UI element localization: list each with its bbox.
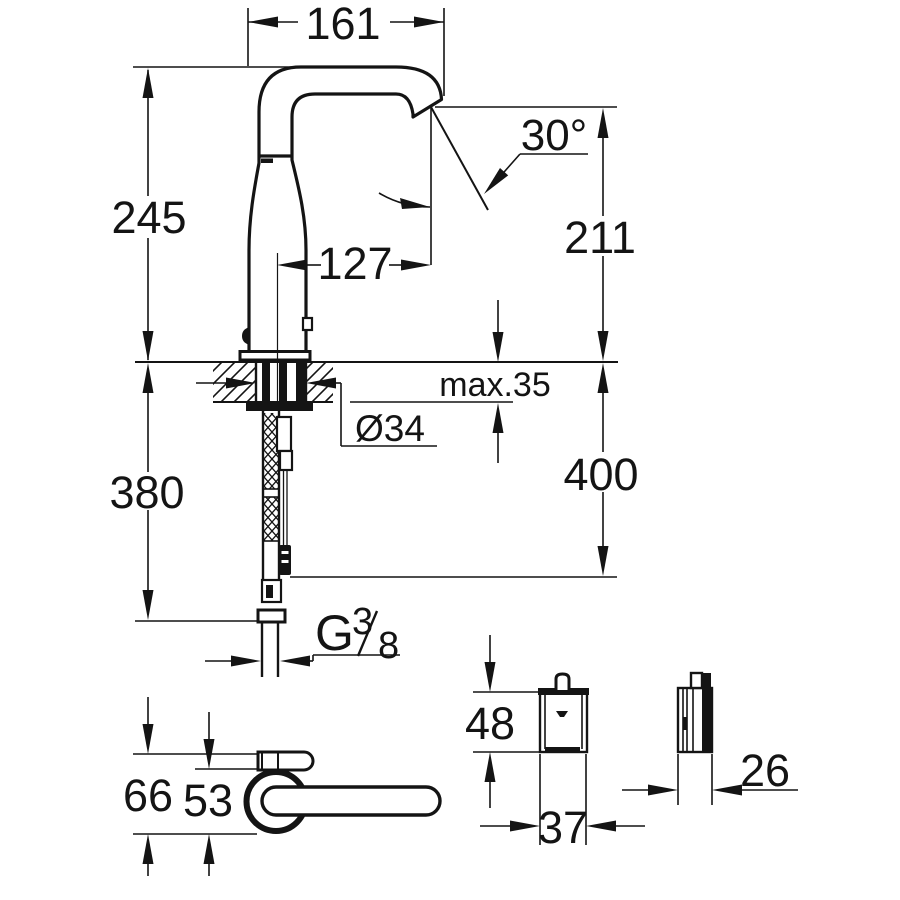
- supply-hose-assembly: [256, 411, 294, 677]
- control-box-front-view: 48 37: [465, 635, 645, 853]
- dim-spout-reach: 161: [247, 0, 445, 96]
- dim-total-height: 245: [111, 66, 298, 361]
- dim-hose-length: 380: [109, 363, 258, 622]
- dim-37-label: 37: [538, 802, 588, 853]
- shank-bar: [296, 363, 306, 401]
- dim-cable-length: 400: [290, 363, 639, 578]
- box-side-dark-bar: [702, 673, 711, 752]
- temperature-knob: [242, 327, 250, 345]
- sensor-clip: [301, 316, 314, 332]
- dim-box-height: 48: [465, 635, 588, 808]
- shank-bar: [279, 363, 287, 401]
- shank-bar: [262, 363, 270, 401]
- dim-dia34-label: Ø34: [355, 408, 425, 449]
- dim-400-label: 400: [563, 449, 638, 500]
- faucet-outline: [247, 65, 444, 352]
- dim-53-label: 53: [183, 775, 233, 826]
- thread-letter: G: [315, 605, 354, 661]
- dim-deck-thickness: max.35: [439, 300, 551, 463]
- box-top-tab: [554, 672, 571, 690]
- dim-211-label: 211: [564, 212, 636, 263]
- dim-spout-angle: 30°: [378, 106, 588, 211]
- control-box-outline: [538, 688, 589, 754]
- braided-hose-lower: [263, 497, 279, 541]
- joint-tick: [261, 158, 273, 163]
- mounting-nut: [246, 403, 313, 411]
- dim-thread: G 3 8: [205, 601, 400, 667]
- g38-union-nut: [256, 608, 287, 624]
- hose-connector-window: [266, 585, 273, 598]
- control-box-side-view: 26: [622, 671, 798, 805]
- dim-26-label: 26: [740, 745, 790, 796]
- handle-top-tab: [256, 750, 315, 772]
- handle-lever: [260, 785, 442, 817]
- dim-245-label: 245: [111, 192, 186, 243]
- dim-66-label: 66: [123, 770, 173, 821]
- dim-outlet-projection: 127: [277, 107, 432, 289]
- brand-logo-mark: [556, 711, 568, 717]
- thread-numerator: 3: [352, 601, 373, 643]
- dim-127-label: 127: [317, 238, 392, 289]
- box-top-bar: [538, 688, 589, 695]
- braided-hose-upper: [263, 413, 279, 489]
- cable-block-lower: [278, 449, 294, 472]
- box-side-tab: [689, 671, 704, 690]
- water-stream-line: [430, 106, 489, 211]
- thread-denominator: 8: [378, 625, 399, 667]
- cable-plug-band: [281, 551, 289, 554]
- dim-rosette-diameter: 53: [183, 712, 233, 876]
- handle-view: 66 53: [123, 697, 442, 876]
- box-bottom-bar: [545, 747, 580, 752]
- dim-outlet-height: 211: [435, 106, 636, 361]
- dim-hole-diameter: Ø34: [196, 377, 437, 449]
- cable-plug-band: [281, 560, 289, 563]
- dim-48-label: 48: [465, 698, 515, 749]
- dim-box-depth: 26: [622, 745, 798, 805]
- base-flange: [238, 350, 312, 362]
- box-side-notch: [683, 717, 687, 730]
- main-view-faucet: 161 245 211 400: [109, 0, 639, 677]
- dim-box-width: 37: [480, 754, 645, 853]
- cable-block-upper: [275, 415, 293, 453]
- dim-handle-height: 66: [123, 697, 173, 876]
- dim-max35-label: max.35: [439, 366, 551, 404]
- dim-161-label: 161: [305, 0, 380, 49]
- dim-380-label: 380: [109, 467, 184, 518]
- dim-30deg-label: 30°: [521, 111, 588, 160]
- deck-hatching: [213, 363, 333, 401]
